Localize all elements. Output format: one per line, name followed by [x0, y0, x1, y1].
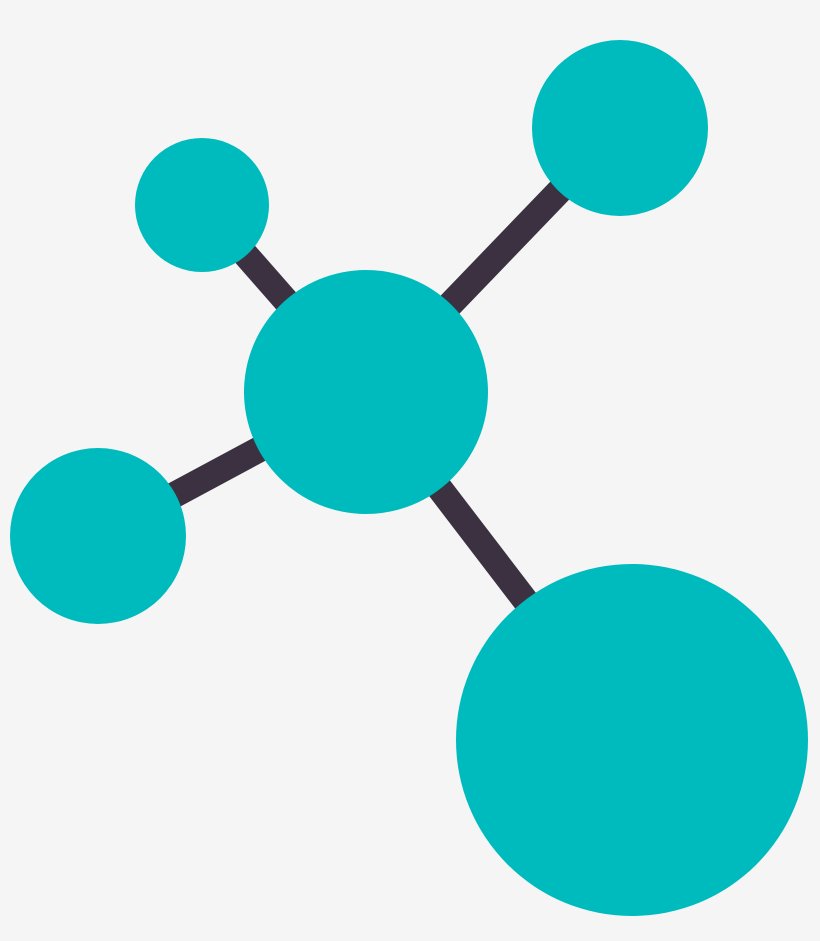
nodes-group [10, 40, 808, 916]
node-bottom-right [456, 564, 808, 916]
node-center [244, 270, 488, 514]
node-left [10, 448, 186, 624]
node-top-left [135, 138, 269, 272]
node-top-right [532, 40, 708, 216]
